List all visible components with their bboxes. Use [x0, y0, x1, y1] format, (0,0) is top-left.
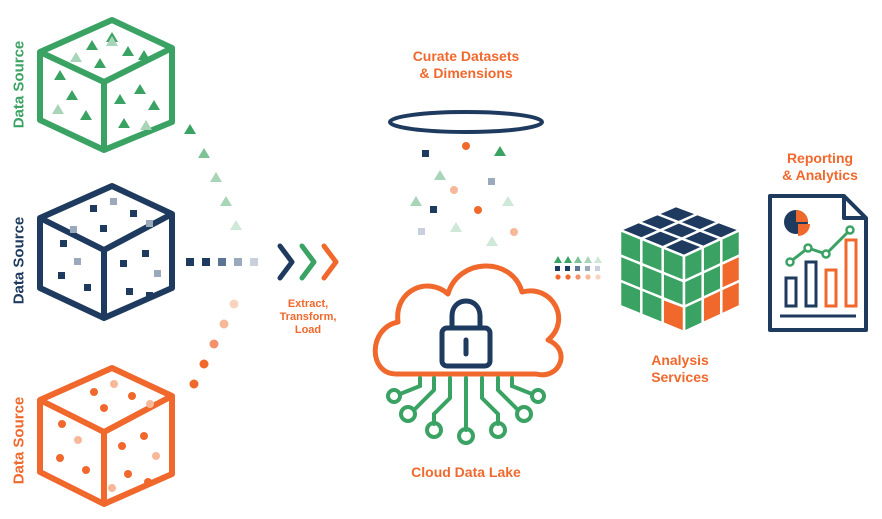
etl-label-line3: Load — [294, 324, 322, 337]
orange-cube-particles — [56, 380, 160, 492]
analysis-label-line2: Services — [651, 368, 709, 385]
green-cube-particles — [52, 32, 160, 130]
reporting-label-line1: Reporting — [786, 150, 854, 166]
reporting-label: Reporting & Analytics — [760, 150, 880, 184]
orange-cube-icon — [37, 365, 175, 507]
navy-flow-particles — [186, 258, 258, 266]
navy-cube-particles — [58, 198, 161, 299]
cloud-lock-icon — [372, 263, 564, 378]
analysis-label-line1: Analysis — [651, 352, 709, 368]
green-flow-particles — [184, 124, 242, 230]
curate-label-line2: & Dimensions — [419, 64, 513, 81]
etl-label: Extract, Transform, Load — [258, 298, 358, 338]
source-label-green: Data Source — [10, 40, 28, 129]
rubiks-orange-tiles — [661, 254, 742, 334]
reporting-label-line2: & Analytics — [782, 166, 858, 183]
source-label-orange: Data Source — [10, 396, 28, 485]
etl-label-line2: Transform, — [279, 311, 337, 324]
source-label-navy: Data Source — [10, 216, 28, 305]
curate-label-line1: Curate Datasets — [412, 48, 520, 64]
etl-label-line1: Extract, — [287, 298, 329, 310]
analysis-flow-particles — [554, 256, 602, 280]
etl-chevrons-icon — [277, 243, 339, 281]
curate-particles — [410, 142, 518, 246]
analysis-label: Analysis Services — [630, 352, 730, 386]
report-document-icon — [768, 194, 868, 332]
circuit-icon — [386, 376, 546, 445]
green-cube-icon — [37, 17, 175, 153]
halo-ring-icon — [388, 110, 544, 134]
lake-label: Cloud Data Lake — [411, 464, 521, 480]
orange-flow-particles — [189, 299, 239, 389]
curate-label: Curate Datasets & Dimensions — [376, 48, 556, 82]
